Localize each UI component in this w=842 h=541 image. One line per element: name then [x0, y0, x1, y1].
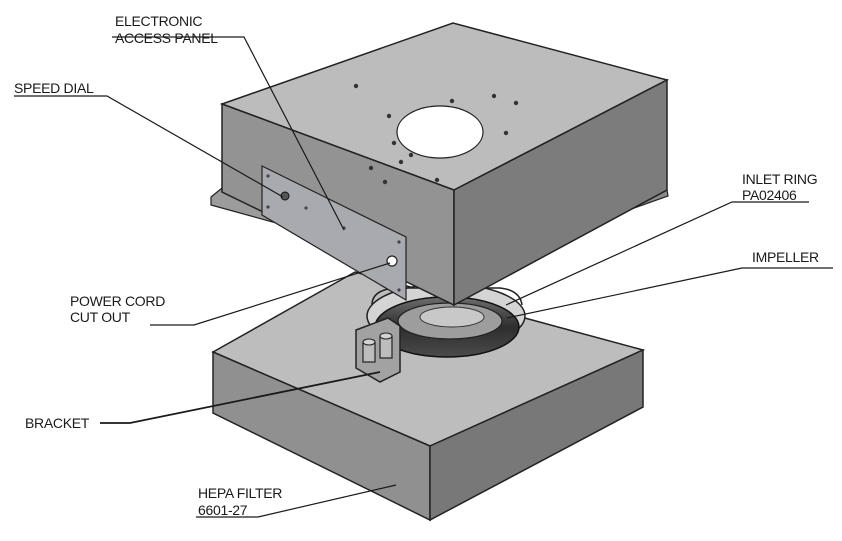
label-power-cord-line1: POWER CORD [70, 293, 165, 309]
electronic-access-panel [261, 165, 407, 302]
label-inlet-ring-line1: INLET RING [742, 171, 817, 187]
label-power-cord-line2: CUT OUT [70, 309, 131, 325]
label-hepa-filter-line1: HEPA FILTER [198, 485, 282, 501]
leader-lines [14, 36, 833, 518]
label-bracket: BRACKET [25, 415, 90, 431]
label-inlet-ring-line2: PA02406 [742, 187, 797, 203]
label-hepa-filter-line2: 6601-27 [198, 502, 248, 518]
leader-inlet-ring [505, 201, 809, 306]
label-electronic-access-panel-line2: ACCESS PANEL [115, 30, 218, 46]
hepa-filter-block [211, 271, 646, 522]
leader-impeller [506, 267, 833, 319]
leader-hepa-filter [196, 484, 397, 518]
label-speed-dial: SPEED DIAL [14, 80, 94, 96]
leader-electronic-access-panel [112, 36, 345, 231]
leader-speed-dial [14, 95, 284, 198]
leader-power-cord [150, 262, 391, 326]
mounting-bracket [355, 317, 401, 383]
fan-unit-housing [210, 22, 670, 307]
label-electronic-access-panel-line1: ELECTRONIC [115, 13, 202, 29]
label-impeller: IMPELLER [752, 249, 819, 265]
housing-right-face [453, 78, 668, 307]
power-cord-cut-out [386, 255, 398, 267]
leader-bracket [100, 371, 381, 424]
filter-right-face [429, 348, 644, 522]
housing-screw-holes [353, 83, 519, 185]
housing-outlet-hole [396, 105, 484, 159]
